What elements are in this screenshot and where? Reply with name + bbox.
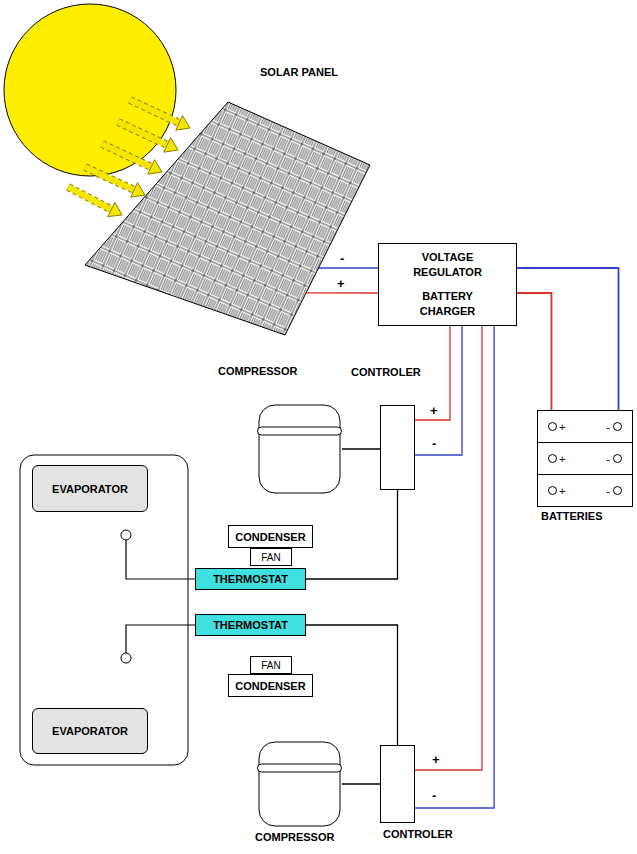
ray — [118, 122, 167, 145]
wire — [306, 292, 378, 293]
terminal-sign: - — [606, 421, 610, 433]
controller-box: CONTROLER — [380, 745, 415, 823]
polarity-sign: + — [335, 277, 347, 290]
node-label: CONDENSER — [235, 531, 305, 543]
polarity-sign: + — [428, 404, 440, 417]
battery-terminal: - — [606, 485, 622, 497]
wire — [306, 490, 398, 579]
polarity-sign: + — [430, 753, 442, 766]
ray-outline — [118, 122, 167, 145]
terminal-dot — [548, 486, 557, 495]
fan-box: FAN — [250, 548, 292, 566]
terminal-dot — [548, 454, 557, 463]
part-label: SOLAR PANEL — [260, 66, 338, 78]
battery-box: +- — [537, 442, 633, 475]
ray-head — [176, 116, 190, 130]
node-label: THERMOSTAT — [213, 619, 288, 631]
condenser-box: CONDENSER — [228, 674, 313, 697]
compressor: COMPRESSOR — [257, 403, 342, 495]
wire — [306, 625, 398, 745]
terminal-dot — [613, 454, 622, 463]
ray — [68, 187, 111, 209]
terminal-sign: + — [559, 453, 565, 465]
ray-outline — [85, 167, 134, 190]
solar-panel-shape — [85, 100, 370, 335]
wire — [342, 448, 380, 449]
ray-head — [148, 160, 162, 174]
node-label: EVAPORATOR — [52, 483, 128, 495]
polarity-sign: - — [430, 437, 438, 450]
ray — [102, 144, 151, 167]
temperature-probe — [121, 653, 131, 663]
sun — [4, 4, 176, 176]
controller-box: CONTROLER — [380, 405, 415, 490]
wire — [415, 326, 482, 770]
condenser-box: CONDENSER — [228, 525, 313, 548]
battery-box: +- — [537, 410, 633, 443]
battery-box: +- — [537, 474, 633, 507]
solar-panel: SOLAR PANEL — [85, 100, 370, 335]
node-label: VOLTAGE REGULATOR — [400, 250, 496, 280]
node-label: FAN — [261, 552, 280, 563]
compressor-shape — [257, 403, 342, 495]
ray — [130, 100, 179, 123]
wire — [517, 293, 552, 427]
thermostat-box: THERMOSTAT — [195, 568, 306, 590]
thermostat-box: THERMOSTAT — [195, 614, 306, 636]
ray-head — [108, 202, 122, 216]
polarity-sign: - — [338, 252, 346, 265]
ray-outline — [102, 144, 151, 167]
node-label: EVAPORATOR — [52, 725, 128, 737]
ray-head — [131, 183, 145, 197]
compressor-body — [259, 742, 340, 826]
battery-terminal: - — [606, 421, 622, 433]
terminal-sign: + — [559, 421, 565, 433]
battery-terminal: + — [548, 421, 565, 433]
wire — [342, 783, 380, 784]
ray — [85, 167, 134, 190]
terminal-dot — [613, 486, 622, 495]
terminal-dot — [548, 422, 557, 431]
compressor-band — [258, 427, 342, 435]
terminal-sign: - — [606, 485, 610, 497]
probe-wire — [126, 625, 195, 653]
compressor-band — [258, 764, 342, 772]
polarity-sign: - — [430, 789, 438, 802]
node-label: CONDENSER — [235, 680, 305, 692]
part-label: CONTROLER — [351, 366, 421, 378]
wire — [415, 326, 462, 455]
part-label: COMPRESSOR — [218, 365, 297, 377]
refrigerator-cabinet — [20, 455, 188, 765]
battery-terminal: + — [548, 453, 565, 465]
probe-wire — [126, 540, 195, 579]
node-label: BATTERY CHARGER — [400, 289, 496, 319]
part-label: BATTERIES — [541, 510, 603, 522]
wire — [415, 326, 494, 808]
ray-outline — [68, 187, 111, 209]
ray-head — [164, 138, 178, 152]
part-label: CONTROLER — [383, 828, 453, 840]
battery-terminal: - — [606, 453, 622, 465]
terminal-dot — [613, 422, 622, 431]
terminal-sign: - — [606, 453, 610, 465]
terminal-sign: + — [559, 485, 565, 497]
wire — [517, 268, 619, 427]
compressor-body — [259, 405, 340, 493]
ray-outline — [130, 100, 179, 123]
regulator-box: VOLTAGE REGULATOR BATTERY CHARGER — [378, 243, 517, 326]
battery-terminal: + — [548, 485, 565, 497]
fan-box: FAN — [250, 656, 292, 674]
panel-outline — [85, 102, 370, 335]
compressor: COMPRESSOR — [257, 740, 342, 828]
wire — [318, 267, 378, 268]
evaporator-box: EVAPORATOR — [32, 708, 148, 754]
evaporator-box: EVAPORATOR — [32, 465, 148, 512]
part-label: COMPRESSOR — [255, 831, 334, 843]
compressor-shape — [257, 740, 342, 828]
node-label: THERMOSTAT — [213, 573, 288, 585]
temperature-probe — [121, 530, 131, 540]
node-label: FAN — [261, 660, 280, 671]
